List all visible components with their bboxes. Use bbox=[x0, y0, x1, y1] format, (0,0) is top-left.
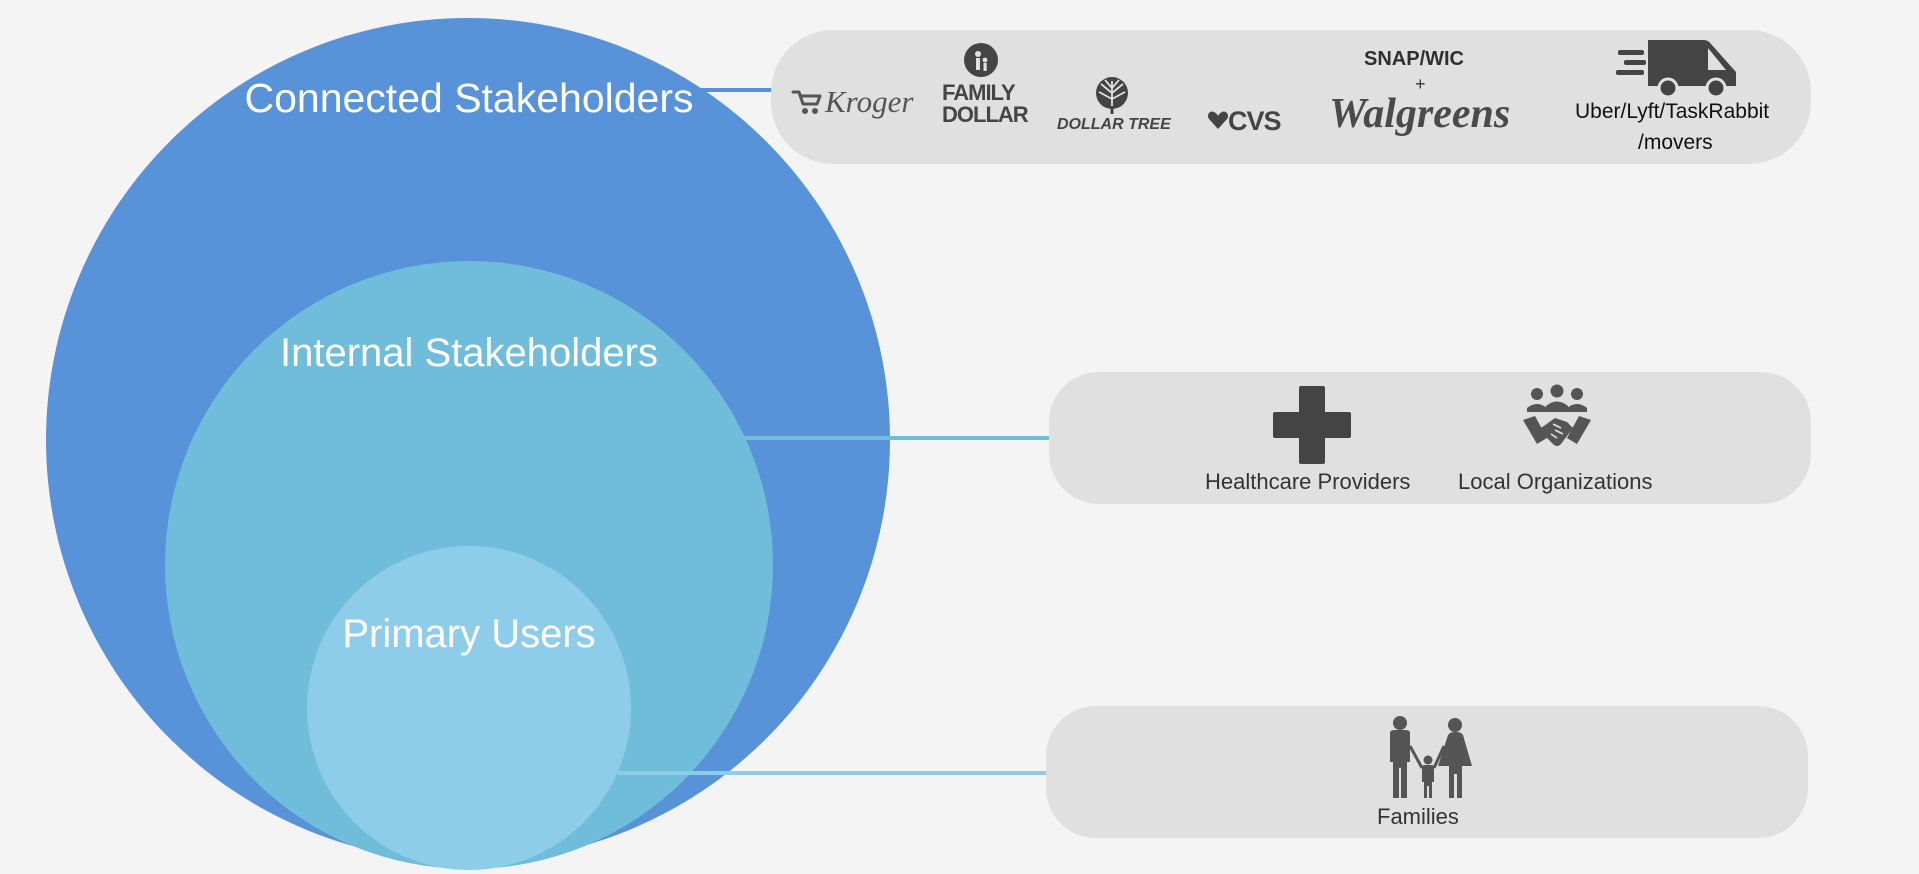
delivery-label-line2: /movers bbox=[1638, 131, 1713, 154]
kroger-wordmark: Kroger bbox=[825, 84, 914, 119]
family-dollar-line1: FAMILY bbox=[942, 80, 1016, 105]
snap-wic-label: SNAP/WIC bbox=[1364, 48, 1464, 70]
local-organizations-label: Local Organizations bbox=[1458, 469, 1653, 494]
primary-users-label: Primary Users bbox=[342, 612, 595, 656]
family-dollar-line2: DOLLAR bbox=[942, 102, 1029, 127]
primary-users-circle bbox=[307, 546, 631, 870]
internal-stakeholders-label: Internal Stakeholders bbox=[280, 331, 658, 375]
dollar-tree-logo: DOLLAR TREE bbox=[1057, 77, 1171, 140]
connected-stakeholders-label: Connected Stakeholders bbox=[244, 75, 693, 121]
kroger-cart-icon bbox=[791, 90, 822, 114]
cvs-heart-icon bbox=[1207, 111, 1229, 129]
internal-stakeholders-panel: Healthcare Providers Local Organizations bbox=[1049, 372, 1811, 504]
healthcare-providers-label: Healthcare Providers bbox=[1205, 469, 1411, 494]
handshake-people-icon bbox=[1521, 384, 1593, 461]
primary-users-panel: Families bbox=[1046, 706, 1808, 838]
dollar-tree-icon bbox=[1096, 77, 1128, 114]
walgreens-logo: Walgreens bbox=[1329, 91, 1511, 137]
delivery-truck-icon bbox=[1616, 36, 1740, 105]
family-icon bbox=[1380, 716, 1476, 803]
kroger-logo: Kroger bbox=[791, 84, 913, 121]
cvs-wordmark: CVS bbox=[1228, 106, 1282, 136]
delivery-label-line1: Uber/Lyft/TaskRabbit bbox=[1575, 100, 1770, 123]
connected-stakeholders-panel: Kroger FAMILY DOLLAR DOLLAR TREE bbox=[771, 30, 1811, 164]
medical-cross-icon bbox=[1273, 386, 1351, 469]
plus-sign: + bbox=[1415, 74, 1426, 94]
dollar-tree-wordmark: DOLLAR TREE bbox=[1057, 116, 1171, 133]
family-dollar-emblem-icon bbox=[964, 43, 998, 77]
family-dollar-logo: FAMILY DOLLAR bbox=[941, 42, 1029, 142]
families-label: Families bbox=[1377, 804, 1459, 829]
